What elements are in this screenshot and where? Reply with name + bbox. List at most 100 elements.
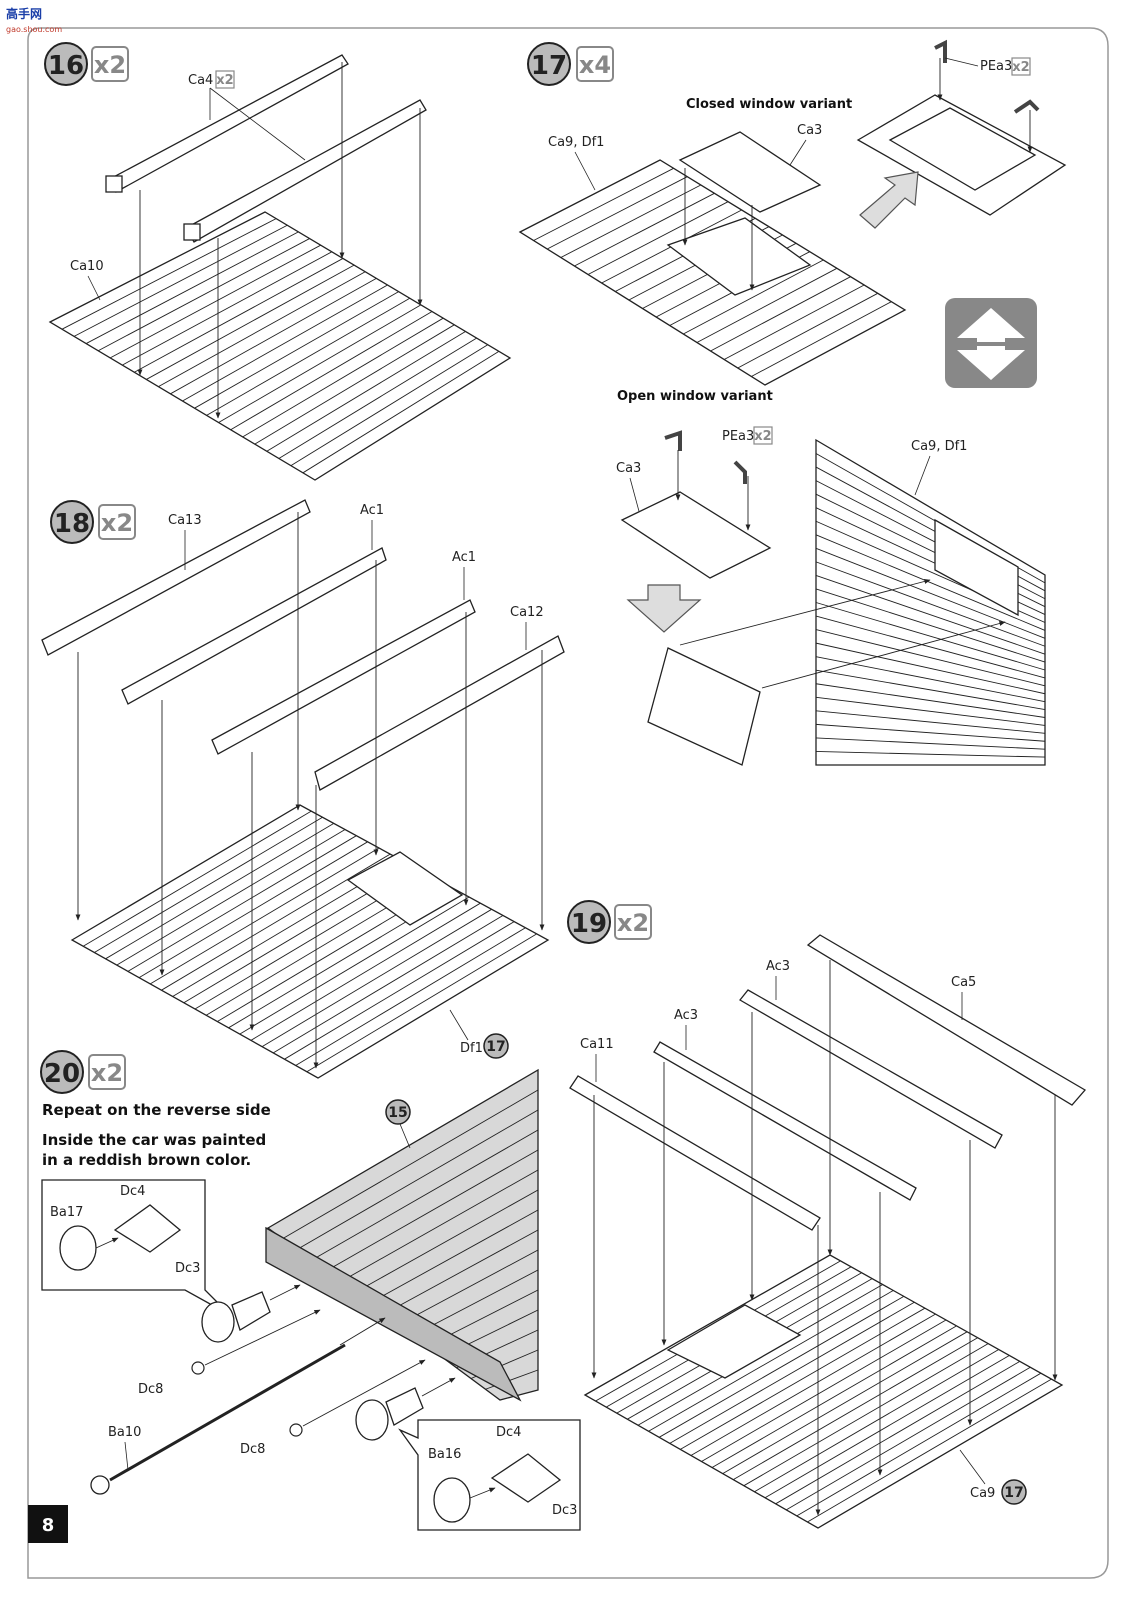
plank-line (648, 1290, 894, 1432)
label-pea3-open: PEa3 (722, 429, 754, 444)
plank-line (658, 1295, 905, 1438)
label-dc4-bottom: Dc4 (496, 1425, 521, 1440)
plank-line (383, 1229, 539, 1315)
variant-swap-icon (945, 298, 1037, 388)
plank-line (815, 547, 1046, 639)
closed-result-view (856, 39, 1067, 216)
nut-dc8-a (191, 1361, 205, 1375)
step-18: 18 x2 Ca13 Ac1 Ac1 Ca12 Df1 17 (41, 499, 565, 1079)
plank-line (311, 1129, 539, 1261)
plank-line (533, 167, 674, 241)
plank-line (182, 284, 388, 402)
plank-line (815, 561, 1046, 647)
label-dc8-b: Dc8 (240, 1442, 265, 1457)
plank-line (815, 602, 1046, 671)
step-16: 16 x2 Ca4 x2 Ca10 (44, 42, 512, 481)
plank-line (722, 1331, 968, 1474)
label-pea3-qty: x2 (1012, 60, 1029, 75)
label-ba10: Ba10 (108, 1425, 141, 1440)
plank-line (815, 683, 1046, 718)
label-dc8-a: Dc8 (138, 1382, 163, 1397)
step-19: 19 x2 Ac3 Ca5 Ac3 Ca11 Ca9 17 (567, 900, 1087, 1529)
plank-line (61, 218, 277, 330)
wall-panel-open (815, 438, 1046, 766)
beam-ac3-a (739, 989, 1003, 1149)
label-ca4: Ca4 (188, 73, 213, 88)
label-pea3-open-qty: x2 (754, 429, 771, 444)
label-ca5: Ca5 (951, 975, 976, 990)
label-dc3-bottom: Dc3 (552, 1503, 577, 1518)
plank-line (775, 1360, 1021, 1505)
label-ba17: Ba17 (50, 1205, 83, 1220)
page-frame (27, 27, 1109, 1579)
beam-ca5 (806, 934, 1087, 1106)
down-arrow-icon (626, 584, 702, 633)
quantity-badge (576, 46, 614, 82)
step-number-badge (44, 42, 88, 86)
plank-line (815, 642, 1046, 695)
step-number-badge (567, 900, 611, 944)
plank-line (815, 696, 1046, 726)
beam-ac1-a (121, 547, 387, 705)
label-ca9-df1: Ca9, Df1 (548, 135, 604, 150)
plank-line (110, 244, 321, 359)
plank-line (239, 896, 470, 1035)
beam-ac1-b (211, 599, 476, 755)
floor-panel-ca9 (583, 1254, 1064, 1529)
plank-line (116, 829, 346, 966)
plank-line (815, 574, 1046, 655)
plank-line (574, 192, 715, 267)
label-ca3-open: Ca3 (616, 461, 641, 476)
step-20: 20 x2 Repeat on the reverse side Inside … (40, 1050, 581, 1531)
plank-line (206, 297, 410, 416)
plank-line (683, 259, 824, 335)
note-reverse-side: Repeat on the reverse side (42, 1101, 271, 1119)
plank-line (230, 311, 433, 431)
plank-line (273, 915, 504, 1054)
plank-line (82, 810, 312, 947)
label-ac3-a: Ac3 (766, 959, 790, 974)
label-ac3-b: Ac3 (674, 1008, 698, 1023)
label-ca10: Ca10 (70, 259, 104, 274)
plank-line (85, 231, 299, 344)
plank-line (254, 324, 455, 445)
label-ba16: Ba16 (428, 1447, 461, 1462)
car-body (265, 1068, 539, 1402)
label-df1: Df1 (460, 1041, 483, 1056)
page-number-box (28, 1505, 68, 1543)
open-shutter-hinged (647, 647, 761, 766)
plank-line (284, 921, 515, 1060)
plank-line (711, 1325, 957, 1468)
quantity-label: x2 (94, 51, 126, 79)
plank-line (754, 1349, 999, 1493)
label-ca9-df1-open: Ca9, Df1 (911, 439, 967, 454)
quantity-badge (98, 504, 136, 540)
step-number-badge (50, 500, 94, 544)
plank-line (786, 1366, 1031, 1511)
label-ca11: Ca11 (580, 1037, 614, 1052)
wall-panel-ca9 (518, 159, 907, 386)
plank-line (161, 853, 391, 991)
ref-step: 17 (1004, 1485, 1023, 1501)
plank-line (815, 751, 1046, 758)
beam-ca13 (41, 499, 311, 656)
nut-dc8-b (289, 1423, 303, 1437)
plank-line (815, 710, 1046, 734)
plank-line (146, 264, 355, 380)
page-number: 8 (42, 1515, 55, 1536)
plank-line (547, 176, 688, 250)
plank-line (105, 823, 335, 960)
plank-line (325, 1149, 539, 1272)
label-ac1-b: Ac1 (452, 550, 476, 565)
plank-line (733, 1337, 978, 1481)
step-number: 19 (571, 909, 607, 939)
plank-line (815, 588, 1046, 663)
plank-line (669, 1301, 915, 1444)
rail-ca4-a (105, 54, 349, 193)
label-ca9: Ca9 (970, 1486, 995, 1501)
beam-ca12 (314, 635, 565, 791)
quantity-badge (614, 904, 652, 940)
floor-panel-ca10 (48, 211, 512, 481)
plank-line (158, 271, 366, 388)
plank-line (250, 902, 481, 1041)
